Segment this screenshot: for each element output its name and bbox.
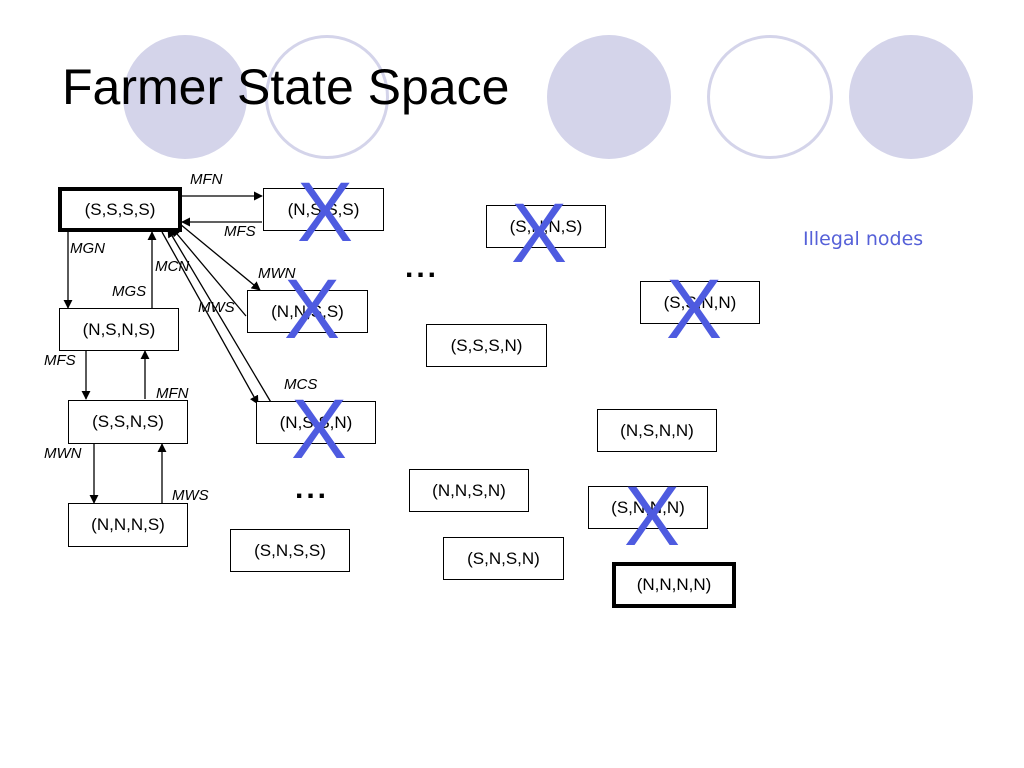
decor-circle-2 bbox=[265, 35, 389, 159]
edge-label-mgs: MGS bbox=[112, 283, 147, 300]
node-ssnn: (S,S,N,N) bbox=[640, 281, 760, 324]
node-sssn: (S,S,S,N) bbox=[426, 324, 547, 367]
edge-mwn-top bbox=[179, 223, 261, 291]
edge-label-mwn-top: MWN bbox=[258, 265, 296, 282]
decor-circle-4 bbox=[707, 35, 833, 159]
node-nnnn: (N,N,N,N) bbox=[612, 562, 736, 608]
node-ssns: (S,S,N,S) bbox=[68, 400, 188, 444]
edge-mws-top bbox=[171, 227, 247, 317]
node-snnn: (S,N,N,N) bbox=[588, 486, 708, 529]
edge-label-mws-top: MWS bbox=[198, 299, 235, 316]
edge-label-mfn-left: MFN bbox=[156, 385, 189, 402]
edge-label-mwn-left: MWN bbox=[44, 445, 82, 462]
node-snss: (S,N,S,S) bbox=[230, 529, 350, 572]
ellipsis-top: ... bbox=[405, 251, 440, 284]
node-ssss: (S,S,S,S) bbox=[58, 187, 182, 232]
node-nnss: (N,N,S,S) bbox=[247, 290, 368, 333]
node-nssn: (N,S,S,N) bbox=[256, 401, 376, 444]
slide-title: Farmer State Space bbox=[62, 59, 510, 115]
node-nsnn: (N,S,N,N) bbox=[597, 409, 717, 452]
edge-label-mgn: MGN bbox=[70, 240, 105, 257]
edge-label-mcs: MCS bbox=[284, 376, 318, 393]
decor-circle-5 bbox=[849, 35, 973, 159]
edge-label-mfs-left: MFS bbox=[44, 352, 76, 369]
node-snsn: (S,N,S,N) bbox=[443, 537, 564, 580]
node-nsns: (N,S,N,S) bbox=[59, 308, 179, 351]
decor-circle-1 bbox=[123, 35, 247, 159]
edge-label-mfn-top: MFN bbox=[190, 171, 223, 188]
node-nnns: (N,N,N,S) bbox=[68, 503, 188, 547]
decor-circle-3 bbox=[547, 35, 671, 159]
edge-mcn bbox=[161, 231, 259, 405]
edge-label-mcn: MCN bbox=[155, 258, 190, 275]
node-nsss-top: (N,S,S,S) bbox=[263, 188, 384, 231]
node-snns: (S,N,N,S) bbox=[486, 205, 606, 248]
ellipsis-bottom: ... bbox=[295, 472, 330, 505]
node-nnsn: (N,N,S,N) bbox=[409, 469, 529, 512]
edge-mcs bbox=[167, 228, 273, 405]
legend-illegal-nodes: Illegal nodes bbox=[803, 228, 924, 250]
edge-label-mfs-top: MFS bbox=[224, 223, 256, 240]
edge-label-mws-left: MWS bbox=[172, 487, 209, 504]
